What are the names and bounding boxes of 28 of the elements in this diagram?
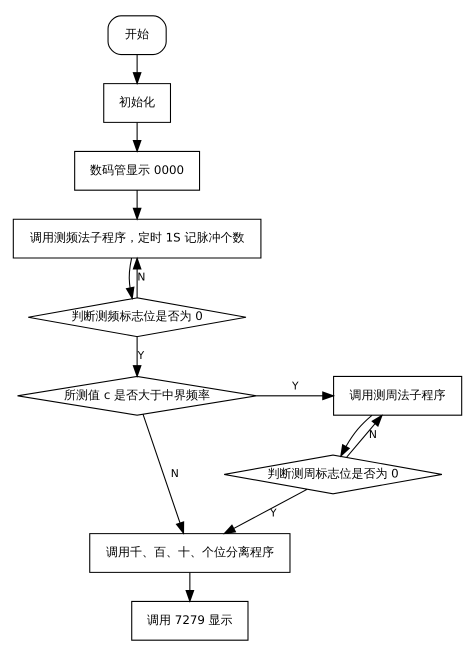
edge-label: Y: [270, 506, 276, 520]
node-box: 调用千、百、十、个位分离程序: [88, 533, 290, 573]
node-diamond: 判断测周标志位是否为 0: [223, 454, 442, 494]
arrow: [132, 190, 142, 221]
arrow: [184, 572, 194, 603]
arrow: [125, 258, 134, 300]
node-box: 调用测周法子程序: [332, 376, 462, 416]
node-diamond: 所测值 c 是否大于中界频率: [16, 376, 257, 416]
node-box: 数码管显示 0000: [74, 150, 200, 191]
node-box: 调用 7279 显示: [130, 600, 248, 641]
arrow: [346, 414, 383, 458]
node-diamond: 判断测频标志位是否为 0: [27, 297, 246, 338]
arrow: [222, 488, 307, 534]
node-box: 初始化: [102, 83, 171, 123]
arrow: [132, 256, 142, 298]
arrow: [340, 414, 372, 458]
arrow: [132, 54, 142, 86]
edge-label: Y: [137, 349, 144, 362]
arrow: [256, 391, 335, 400]
arrow: [132, 122, 142, 153]
node-box: 开始: [107, 15, 166, 56]
edge-label: N: [170, 467, 178, 480]
arrow: [142, 414, 184, 535]
edge-label: N: [368, 428, 376, 441]
edge-label: N: [136, 270, 145, 284]
edge-label: Y: [291, 379, 298, 392]
arrow: [132, 336, 142, 378]
node-box: 调用测频法子程序，定时 1S 记脉冲个数: [12, 218, 261, 259]
